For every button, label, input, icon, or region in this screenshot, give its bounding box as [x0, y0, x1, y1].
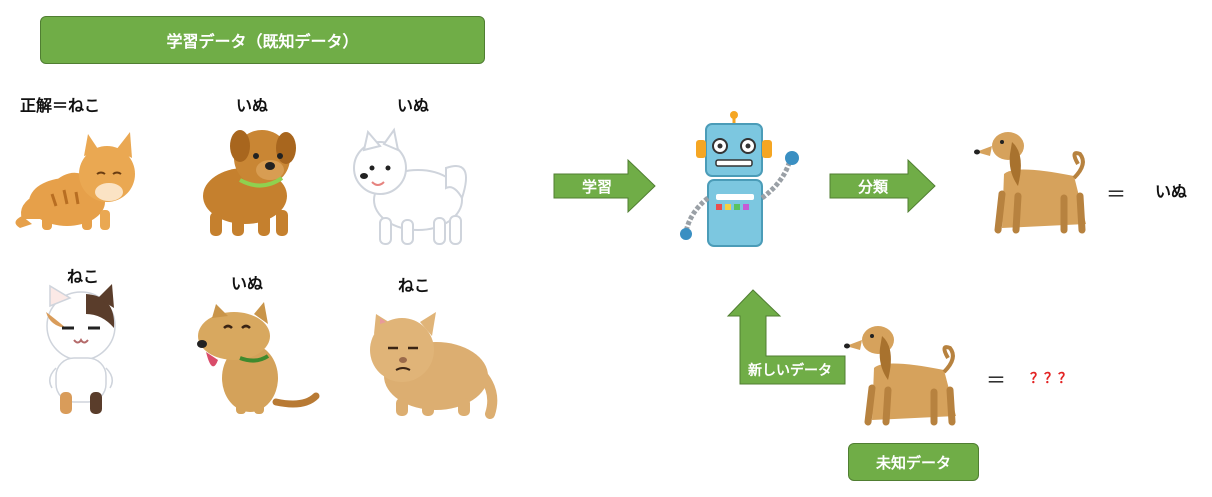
- label-dog-2: いぬ: [397, 96, 430, 115]
- unknown-value: ？？？: [1030, 371, 1072, 387]
- new-data-arrow: [726, 289, 846, 385]
- afghan-hound-unknown-image: [844, 326, 956, 426]
- persian-cat-image: [370, 312, 498, 419]
- orange-tabby-cat-image: [15, 132, 135, 230]
- training-data-banner: 学習データ（既知データ）: [40, 16, 485, 64]
- learn-arrow-label: 学習: [582, 178, 613, 196]
- classify-arrow-label: 分類: [858, 178, 889, 196]
- brown-terrier-dog-image: [203, 130, 296, 236]
- white-spitz-dog-image: [353, 127, 467, 245]
- classify-arrow: [829, 158, 936, 214]
- afghan-hound-result-image: [974, 132, 1086, 234]
- label-dog-3: いぬ: [231, 274, 264, 293]
- sitting-shiba-dog-image: [197, 302, 320, 414]
- unknown-equals: ＝: [986, 368, 1006, 392]
- label-cat-2: ねこ: [67, 267, 100, 286]
- learn-arrow: [553, 158, 656, 214]
- new-data-arrow-label: 新しいデータ: [748, 363, 832, 379]
- training-data-title: 学習データ（既知データ）: [166, 32, 359, 51]
- result-prediction: いぬ: [1155, 182, 1188, 201]
- unknown-data-label: 未知データ: [875, 453, 951, 472]
- robot-image: [680, 111, 799, 247]
- label-dog-1: いぬ: [236, 96, 269, 115]
- unknown-data-banner: 未知データ: [848, 443, 979, 481]
- calico-cat-image: [46, 284, 116, 414]
- label-cat-1: 正解＝ねこ: [20, 96, 101, 115]
- label-cat-3: ねこ: [398, 276, 431, 295]
- result-equals: ＝: [1106, 182, 1126, 206]
